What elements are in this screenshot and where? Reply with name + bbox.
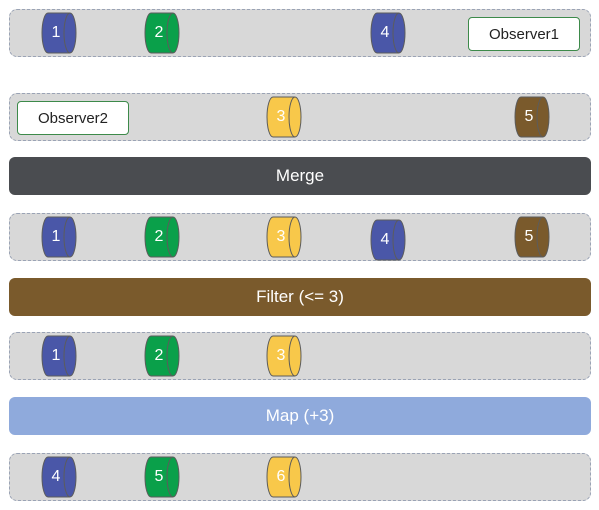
cylinder-shape bbox=[514, 96, 550, 138]
event-token: 3 bbox=[265, 215, 309, 259]
event-value: 5 bbox=[154, 468, 164, 485]
cylinder-shape bbox=[144, 456, 180, 498]
filtered-stream-lane: 1 2 3 bbox=[9, 332, 591, 380]
event-value: 5 bbox=[524, 228, 534, 245]
cylinder-shape bbox=[144, 335, 180, 377]
event-value: 3 bbox=[276, 228, 286, 245]
cylinder-shape bbox=[266, 96, 302, 138]
event-value: 3 bbox=[276, 108, 286, 125]
observer2-label: Observer2 bbox=[17, 101, 129, 135]
map-operator-bar: Map (+3) bbox=[9, 397, 591, 435]
event-value: 2 bbox=[154, 24, 164, 41]
event-value: 4 bbox=[380, 24, 390, 41]
event-value: 1 bbox=[51, 347, 61, 364]
cylinder-shape bbox=[144, 216, 180, 258]
event-token: 1 bbox=[40, 11, 84, 55]
event-token: 5 bbox=[513, 95, 557, 139]
event-value: 1 bbox=[51, 228, 61, 245]
event-token: 4 bbox=[369, 11, 413, 55]
cylinder-shape bbox=[266, 216, 302, 258]
filter-operator-bar: Filter (<= 3) bbox=[9, 278, 591, 316]
cylinder-shape bbox=[370, 12, 406, 54]
cylinder-shape bbox=[41, 12, 77, 54]
event-token: 1 bbox=[40, 215, 84, 259]
merged-stream-lane: 1 2 3 4 5 bbox=[9, 213, 591, 261]
cylinder-shape bbox=[41, 335, 77, 377]
event-token: 2 bbox=[143, 215, 187, 259]
event-value: 4 bbox=[380, 231, 390, 248]
event-value: 2 bbox=[154, 347, 164, 364]
event-value: 5 bbox=[524, 108, 534, 125]
event-token: 5 bbox=[513, 215, 557, 259]
event-token: 3 bbox=[265, 334, 309, 378]
event-token: 3 bbox=[265, 95, 309, 139]
cylinder-shape bbox=[266, 456, 302, 498]
event-value: 2 bbox=[154, 228, 164, 245]
observer1-stream-lane: 1 2 4 Observer1 bbox=[9, 9, 591, 57]
event-value: 4 bbox=[51, 468, 61, 485]
event-value: 3 bbox=[276, 347, 286, 364]
cylinder-shape bbox=[41, 216, 77, 258]
event-token: 1 bbox=[40, 334, 84, 378]
merge-operator-bar: Merge bbox=[9, 157, 591, 195]
event-token: 2 bbox=[143, 11, 187, 55]
event-token: 2 bbox=[143, 334, 187, 378]
cylinder-shape bbox=[144, 12, 180, 54]
cylinder-shape bbox=[370, 219, 406, 261]
cylinder-shape bbox=[41, 456, 77, 498]
cylinder-shape bbox=[514, 216, 550, 258]
event-value: 6 bbox=[276, 468, 286, 485]
event-token: 6 bbox=[265, 455, 309, 499]
event-token: 5 bbox=[143, 455, 187, 499]
cylinder-shape bbox=[266, 335, 302, 377]
mapped-stream-lane: 4 5 6 bbox=[9, 453, 591, 501]
observer2-stream-lane: Observer2 3 5 bbox=[9, 93, 591, 141]
event-value: 1 bbox=[51, 24, 61, 41]
event-token: 4 bbox=[369, 218, 413, 262]
event-token: 4 bbox=[40, 455, 84, 499]
observer1-label: Observer1 bbox=[468, 17, 580, 51]
